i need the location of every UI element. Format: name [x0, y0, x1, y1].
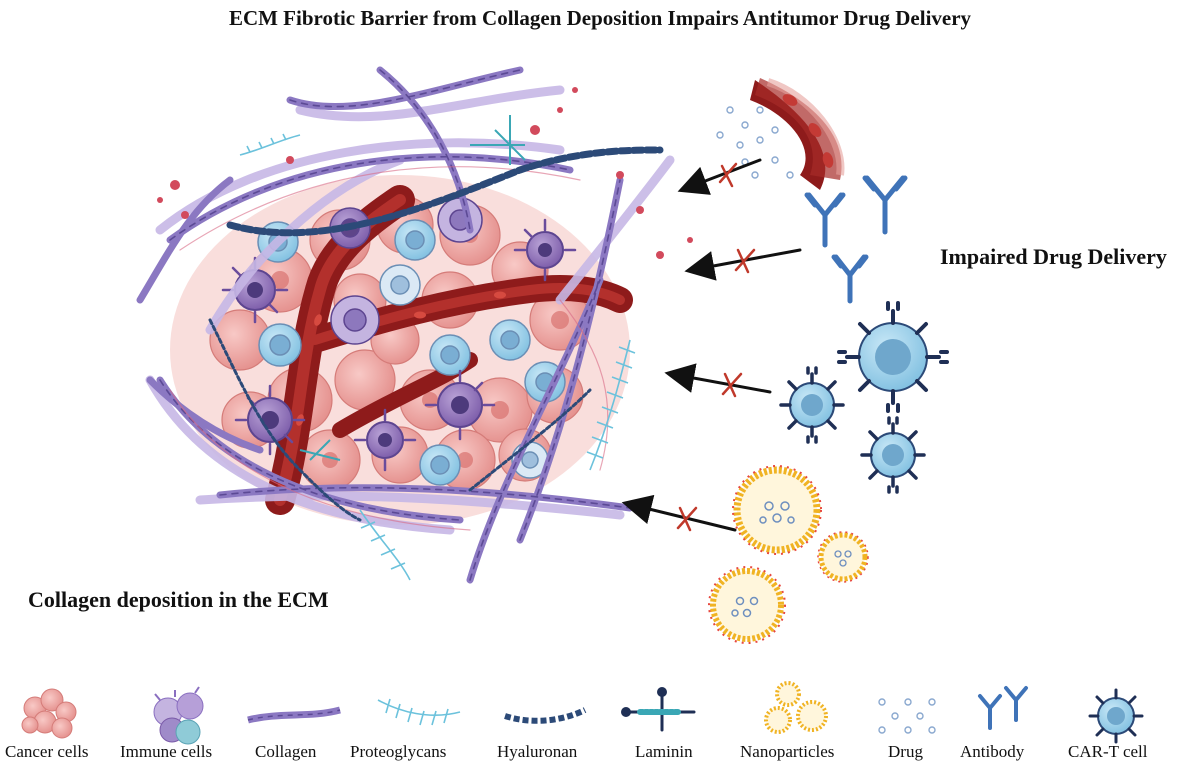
blocked-arrow-nanoparticles [621, 494, 737, 532]
car-t-cell-small [779, 366, 845, 444]
legend-label-drug: Drug [888, 742, 923, 761]
legend-label-hyaluronan: Hyaluronan [497, 742, 578, 761]
legend-label-collagen: Collagen [255, 742, 317, 761]
legend-icons [21, 681, 1144, 745]
collagen-icon [247, 706, 341, 724]
diagram-title: ECM Fibrotic Barrier from Collagen Depos… [228, 6, 972, 30]
legend-label-cancer-cells: Cancer cells [5, 742, 89, 761]
cancer-cells-icon [21, 688, 77, 739]
car-t-cell-icon [1088, 688, 1144, 744]
nanoparticles [708, 465, 869, 644]
blood-vessel-with-drug [716, 78, 845, 190]
proteoglycans [239, 133, 636, 581]
proteoglycans-icon [377, 698, 461, 726]
hyaluronan-chains [208, 146, 664, 522]
immune-cells-icon [153, 686, 204, 745]
hyaluronan-icon [504, 707, 587, 724]
drug-icon [878, 698, 936, 734]
car-t-cell-large [837, 301, 949, 413]
blocked-arrow-drug [677, 158, 762, 195]
car-t-cell-small-2 [860, 416, 926, 494]
scattered-particles [157, 87, 693, 259]
blocked-arrow-antibody [684, 248, 802, 281]
collagen-network [136, 66, 675, 584]
legend-label-nanoparticles: Nanoparticles [740, 742, 835, 761]
blocked-arrow-car-t [664, 363, 772, 398]
legend-label-car-t-cell: CAR-T cell [1068, 742, 1148, 761]
collagen-deposition-label: Collagen deposition in the ECM [28, 587, 329, 612]
antibody-icon [978, 686, 1028, 730]
laminin [299, 115, 526, 461]
blocked-delivery-arrows [621, 158, 802, 532]
legend-label-antibody: Antibody [960, 742, 1025, 761]
antibodies [804, 175, 908, 304]
legend-label-immune-cells: Immune cells [120, 742, 213, 761]
car-t-cells [779, 301, 949, 494]
impaired-drug-delivery-label: Impaired Drug Delivery [940, 244, 1167, 269]
nanoparticles-icon [764, 681, 828, 734]
laminin-icon [621, 687, 696, 732]
legend-label-proteoglycans: Proteoglycans [350, 742, 447, 761]
legend-label-laminin: Laminin [635, 742, 693, 761]
